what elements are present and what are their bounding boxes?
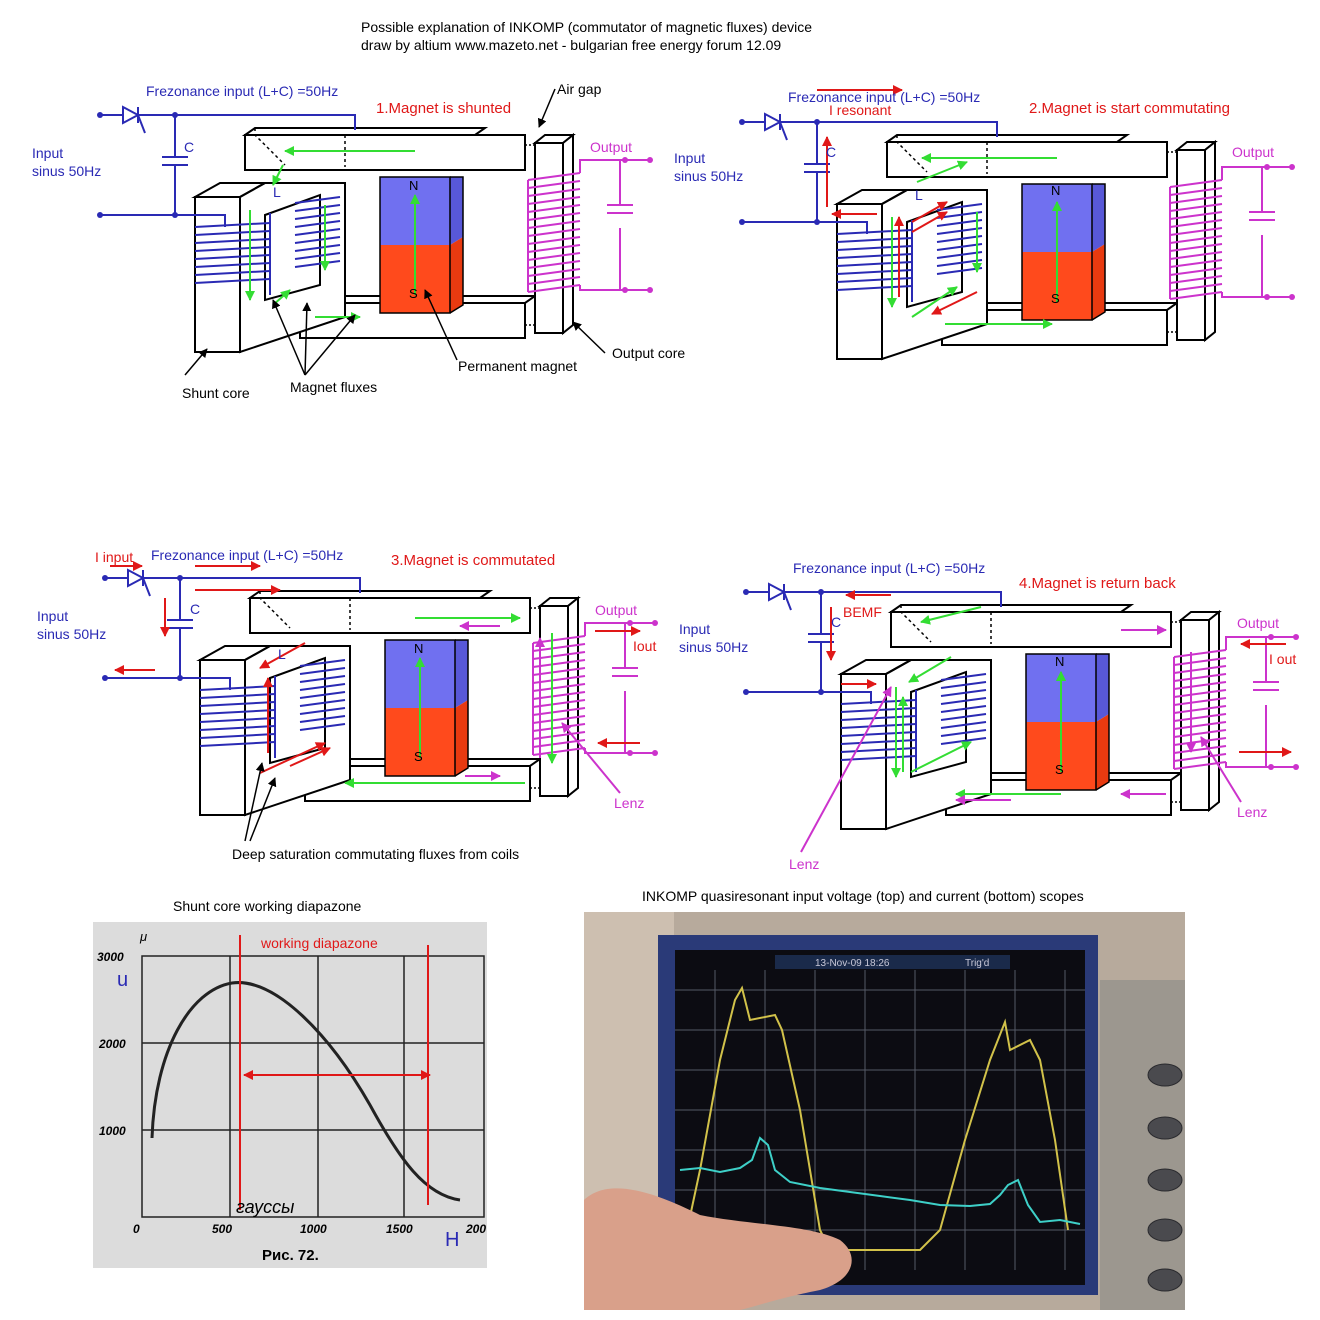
p1-permanent-magnet: Permanent magnet [458, 358, 577, 374]
p2-input-2: sinus 50Hz [674, 168, 743, 184]
p3-i-input: I input [95, 549, 133, 565]
current-trace [679, 1136, 1081, 1225]
permeability-graph [93, 922, 487, 1268]
p3-s-label: S [414, 749, 423, 764]
graph-xtick-1500: 1500 [386, 1222, 413, 1236]
p3-input-2: sinus 50Hz [37, 626, 106, 642]
p4-bemf: BEMF [843, 604, 882, 620]
p3-n-label: N [414, 641, 423, 656]
graph-xtick-500: 500 [212, 1222, 232, 1236]
p2-c-label: C [826, 144, 836, 160]
p3-output: Output [595, 602, 637, 618]
p2-n-label: N [1051, 183, 1060, 198]
p4-frezonance: Frezonance input (L+C) =50Hz [793, 560, 985, 576]
graph-h-label: H [445, 1229, 459, 1251]
graph-ytick-1000: 1000 [99, 1124, 126, 1138]
p1-c-label: C [184, 139, 194, 155]
p2-input-1: Input [674, 150, 705, 166]
p1-l-label: L [273, 184, 281, 200]
p2-output: Output [1232, 144, 1274, 160]
scope-header-trig: Trig'd [965, 958, 989, 969]
p3-lenz: Lenz [614, 795, 644, 811]
graph-u-label: u [117, 969, 128, 991]
p4-s-label: S [1055, 762, 1064, 777]
p3-state: 3.Magnet is commutated [391, 552, 555, 569]
title-line-1: Possible explanation of INKOMP (commutat… [361, 19, 812, 35]
p2-i-resonant: I resonant [829, 102, 891, 118]
p1-output: Output [590, 139, 632, 155]
p4-input-1: Input [679, 621, 710, 637]
p3-l-label: L [278, 646, 286, 662]
p1-n-label: N [409, 178, 418, 193]
p1-output-core: Output core [612, 345, 685, 361]
p4-output: Output [1237, 615, 1279, 631]
panel-4 [743, 584, 1299, 853]
p3-deep-saturation: Deep saturation commutating fluxes from … [232, 846, 519, 862]
p1-magnet-fluxes: Magnet fluxes [290, 379, 377, 395]
p1-air-gap: Air gap [557, 81, 602, 97]
graph-xtick-1000: 1000 [300, 1222, 327, 1236]
p4-n-label: N [1055, 654, 1064, 669]
title-line-2: draw by altium www.mazeto.net - bulgaria… [361, 37, 781, 53]
p4-lenz-right: Lenz [1237, 804, 1267, 820]
panel-3 [102, 561, 658, 842]
p1-s-label: S [409, 286, 418, 301]
graph-ytick-3000: 3000 [97, 950, 124, 964]
p3-frezonance: Frezonance input (L+C) =50Hz [151, 547, 343, 563]
p2-l-label: L [915, 187, 923, 203]
panel-1 [97, 88, 653, 376]
p3-c-label: C [190, 601, 200, 617]
permeability-curve [150, 981, 461, 1202]
p4-state: 4.Magnet is return back [1019, 575, 1176, 592]
graph-xtick-200: 200 [465, 1222, 486, 1236]
p4-i-out: I out [1269, 651, 1296, 667]
graph-working-label: working diapazone [260, 935, 378, 951]
p4-input-2: sinus 50Hz [679, 639, 748, 655]
p1-input-1: Input [32, 145, 63, 161]
scope-header-date: 13-Nov-09 18:26 [815, 958, 890, 969]
p4-lenz-left: Lenz [789, 856, 819, 872]
graph-gauss-label: гауссы [236, 1197, 294, 1217]
p1-state: 1.Magnet is shunted [376, 100, 511, 117]
p4-c-label: C [831, 614, 841, 630]
operator-finger [584, 1188, 852, 1310]
p2-s-label: S [1051, 291, 1060, 306]
p1-shunt-core: Shunt core [182, 385, 250, 401]
panel-2 [739, 85, 1295, 359]
graph-mu-label: μ [139, 929, 147, 944]
scope-photo [584, 912, 1185, 1310]
graph-xtick-0: 0 [133, 1222, 140, 1236]
p3-iout: Iout [633, 638, 656, 654]
scope-caption: INKOMP quasiresonant input voltage (top)… [642, 888, 1084, 904]
p1-frezonance: Frezonance input (L+C) =50Hz [146, 83, 338, 99]
p3-input-1: Input [37, 608, 68, 624]
graph-fig-label: Рис. 72. [262, 1247, 319, 1264]
graph-ytick-2000: 2000 [98, 1037, 126, 1051]
p2-frezonance: Frezonance input (L+C) =50Hz [788, 89, 980, 105]
graph-caption: Shunt core working diapazone [173, 898, 362, 914]
p1-input-2: sinus 50Hz [32, 163, 101, 179]
p2-state: 2.Magnet is start commutating [1029, 100, 1230, 117]
